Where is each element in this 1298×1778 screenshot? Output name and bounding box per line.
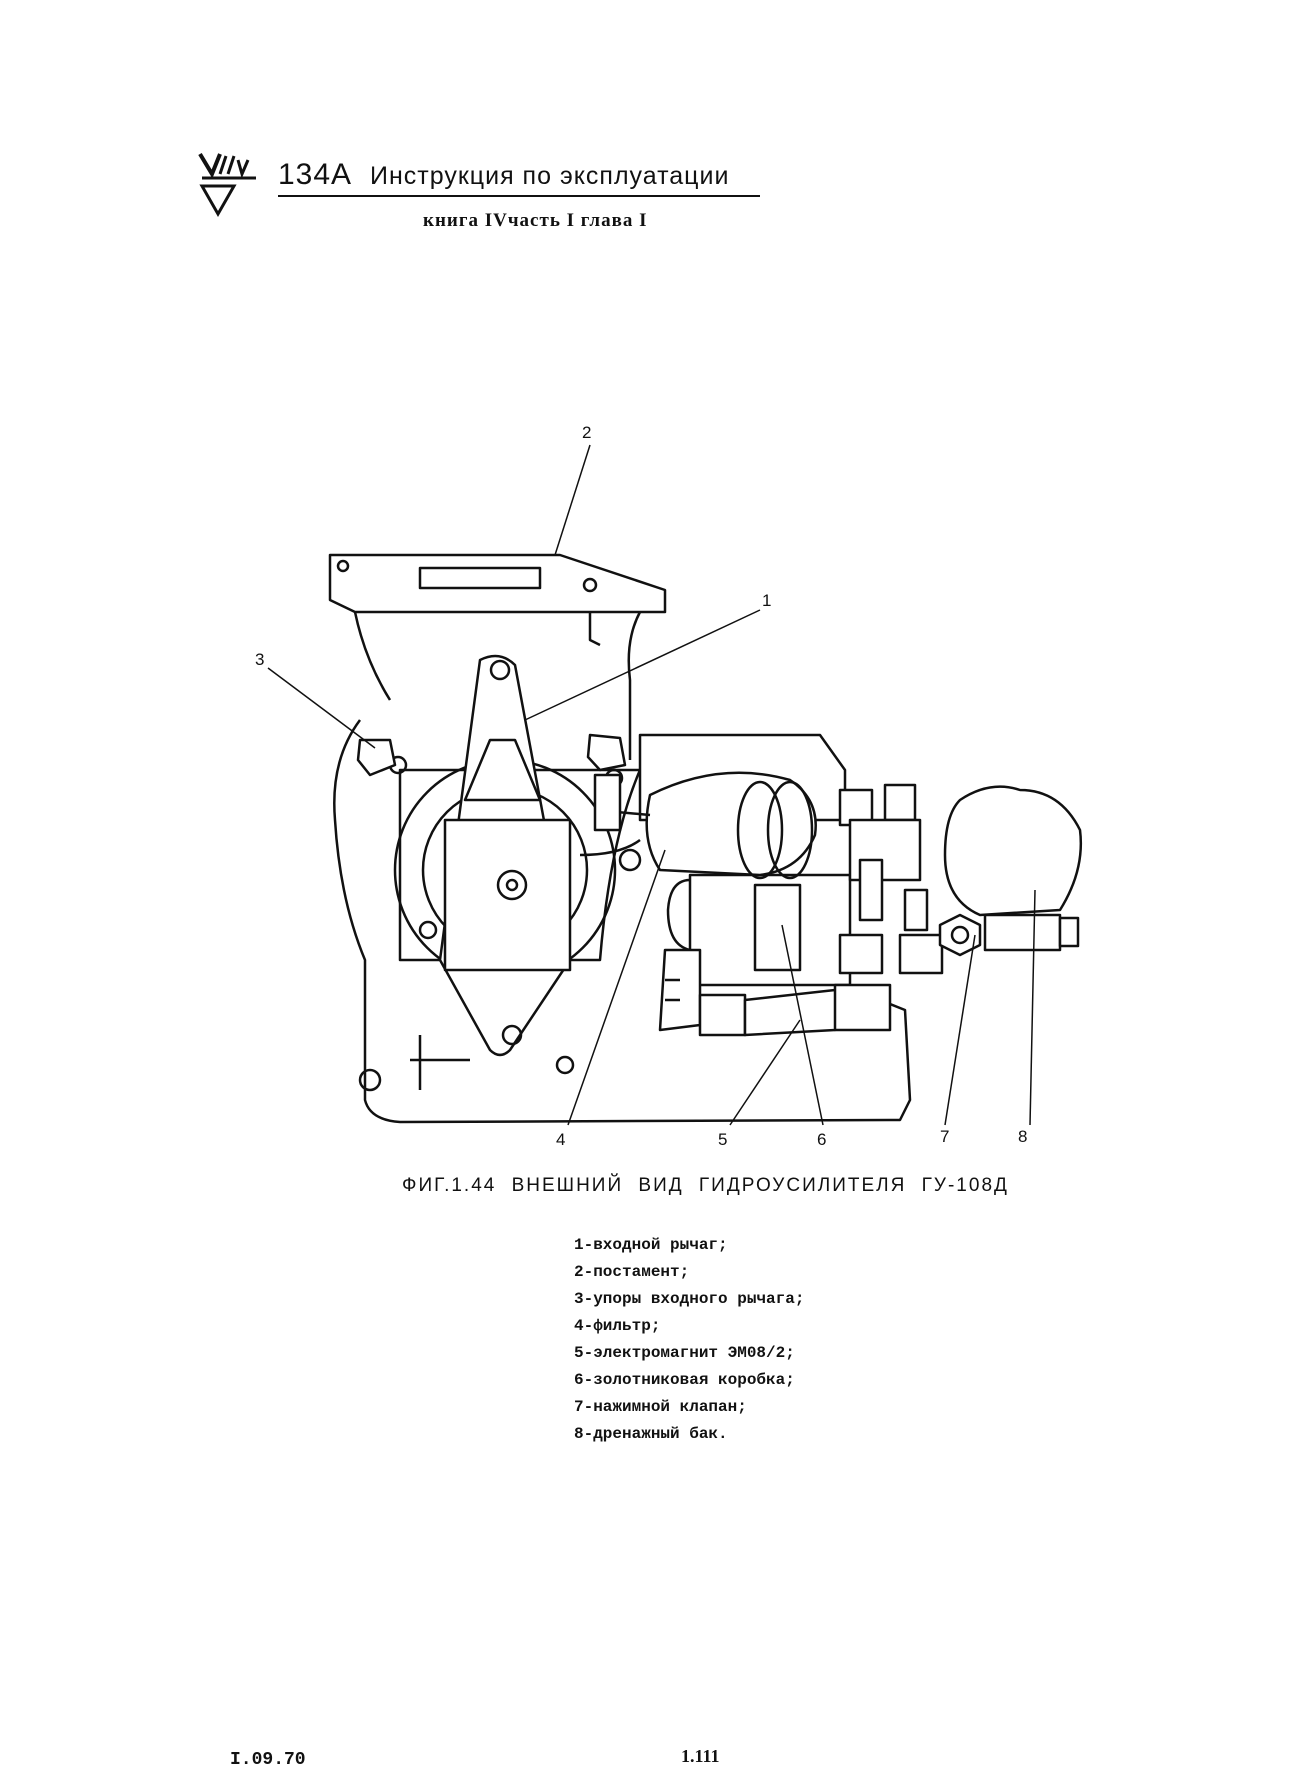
- legend-item: 7-нажимной клапан;: [574, 1398, 747, 1416]
- callout-8: 8: [1018, 1127, 1027, 1146]
- document-subheader: книга IVчасть I глава I: [423, 210, 648, 231]
- document-logo-icon: [198, 152, 256, 218]
- callout-4: 4: [556, 1130, 565, 1149]
- footer-date: I.09.70: [230, 1750, 306, 1770]
- callout-2: 2: [582, 423, 591, 442]
- header-rule: [278, 195, 760, 197]
- callout-6: 6: [817, 1130, 826, 1149]
- legend-item: 3-упоры входного рычага;: [574, 1290, 805, 1308]
- callout-3: 3: [255, 650, 264, 669]
- callout-7: 7: [940, 1127, 949, 1146]
- legend-item: 1-входной рычаг;: [574, 1236, 728, 1254]
- figure-legend: 1-входной рычаг; 2-постамент; 3-упоры вх…: [574, 1232, 804, 1448]
- legend-item: 8-дренажный бак.: [574, 1425, 728, 1443]
- document-title: Инструкция по эксплуатации: [370, 162, 730, 190]
- document-number: 134А: [278, 158, 353, 191]
- legend-item: 2-постамент;: [574, 1263, 690, 1281]
- legend-item: 6-золотниковая коробка;: [574, 1371, 795, 1389]
- legend-item: 5-электромагнит ЭМ08/2;: [574, 1344, 795, 1362]
- callout-5: 5: [718, 1130, 727, 1149]
- legend-item: 4-фильтр;: [574, 1317, 661, 1335]
- callout-1: 1: [762, 591, 771, 610]
- figure-caption: ФИГ.1.44 ВНЕШНИЙ ВИД ГИДРОУСИЛИТЕЛЯ ГУ-1…: [402, 1175, 1009, 1196]
- footer-page-number: 1.111: [681, 1746, 720, 1766]
